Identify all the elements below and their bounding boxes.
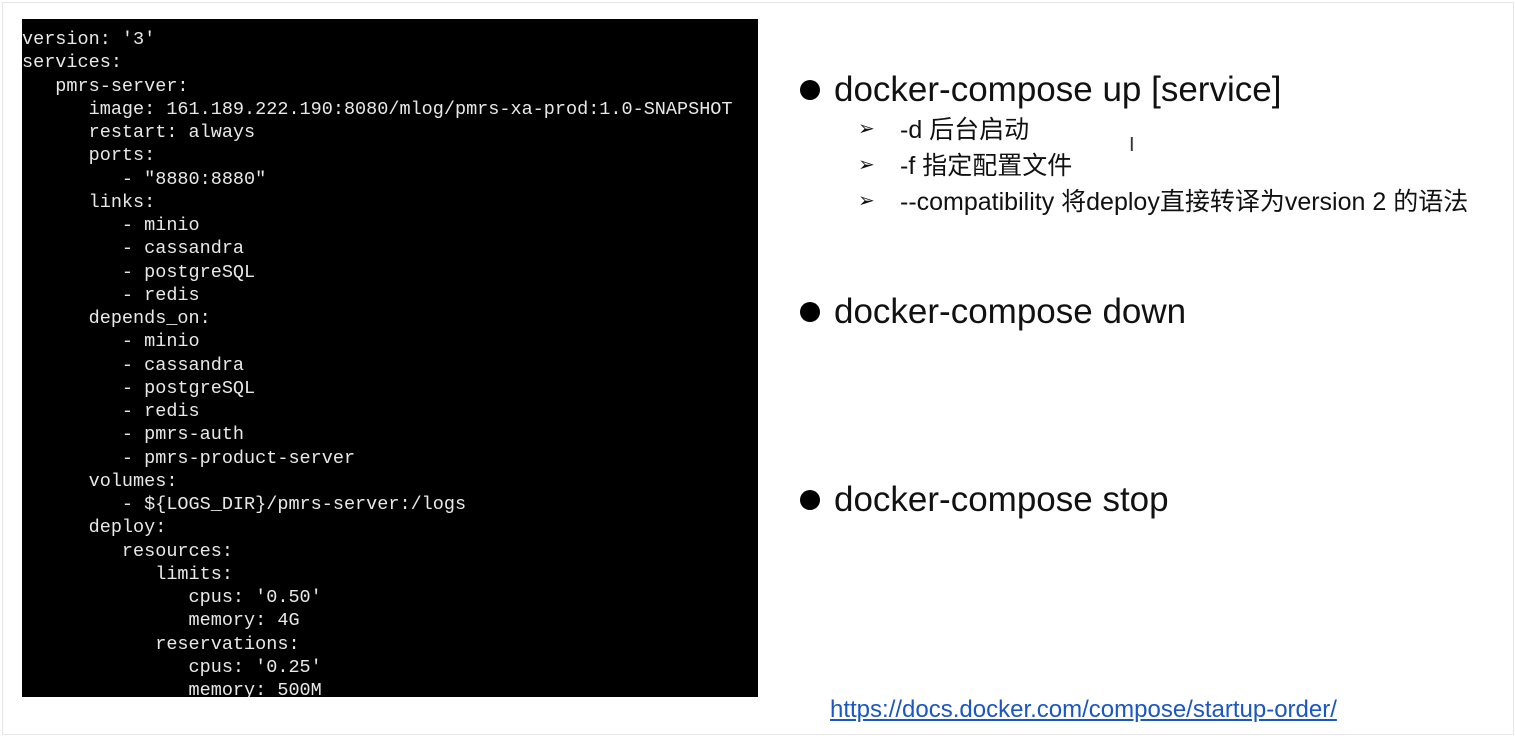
code-block: version: '3'services: pmrs-server: image… [22,19,758,697]
code-line: services: [22,52,122,74]
bullet-text: docker-compose stop [834,480,1169,519]
code-line: - pmrs-product-server [22,447,356,469]
code-line: restart: always [22,122,256,143]
bullet-compose-down: docker-compose down [800,292,1186,332]
code-line: depends_on: [22,308,211,329]
option-f: ➢ -f 指定配置文件 [858,148,1480,184]
code-line: - postgreSQL [22,377,256,399]
code-line: resources: [22,540,233,562]
code-line: limits: [22,563,233,585]
code-line: pmrs-server: [22,75,189,97]
code-line: deploy: [22,517,167,539]
option-d: ➢ -d 后台启动 [858,112,1480,148]
code-line: - minio [22,215,200,236]
code-line: - minio [22,331,200,353]
option-compatibility: ➢ --compatibility 将deploy直接转译为version 2 … [858,184,1480,220]
bullet-compose-stop: docker-compose stop [800,480,1169,520]
bullet-dot-icon [800,302,820,322]
bullet-compose-up: docker-compose up [service] [800,70,1281,110]
code-line: volumes: [22,470,178,492]
code-line: memory: 500M [22,680,322,697]
code-line: - cassandra [22,238,245,260]
code-line: - "8880:8880" [22,168,267,190]
code-line: memory: 4G [22,610,300,632]
bullet-text: docker-compose down [834,292,1187,331]
bullet-text: docker-compose up [service] [834,70,1282,109]
arrow-bullet-icon: ➢ [858,118,875,140]
code-line: cpus: '0.25' [22,656,322,678]
code-line: links: [22,191,156,213]
code-line: - redis [22,401,200,422]
code-line: ports: [22,145,156,167]
code-line: reservations: [22,633,300,655]
code-line: image: 161.189.222.190:8080/mlog/pmrs-xa… [22,98,733,120]
code-line: version: '3' [22,29,156,50]
code-line: - cassandra [22,354,245,376]
startup-order-link[interactable]: https://docs.docker.com/compose/startup-… [830,696,1337,723]
bullet-dot-icon [800,490,820,510]
text-cursor-icon: I [1129,134,1135,156]
code-line: - redis [22,284,200,306]
code-line: - postgreSQL [22,261,256,283]
bullet-dot-icon [800,80,820,100]
code-line: - pmrs-auth [22,424,245,446]
arrow-bullet-icon: ➢ [858,190,875,212]
code-line: cpus: '0.50' [22,587,322,608]
code-line: - ${LOGS_DIR}/pmrs-server:/logs [22,494,467,515]
arrow-bullet-icon: ➢ [858,154,875,176]
